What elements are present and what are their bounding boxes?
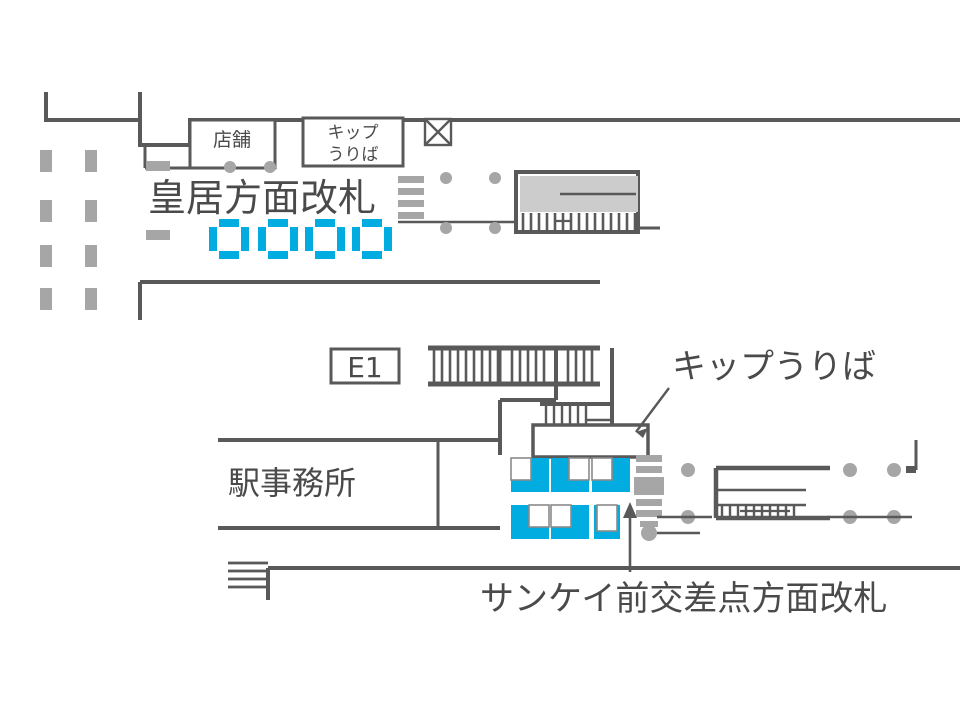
gate-barrier-upper <box>398 176 520 224</box>
ticket-office-box-upper <box>301 116 405 168</box>
ticket-gates-upper <box>209 219 392 259</box>
lower-map-group: E1 <box>218 345 960 619</box>
ticket-gate <box>593 504 621 540</box>
ticket-gate <box>258 219 298 259</box>
upper-gate-label: 皇居方面改札 <box>148 176 376 220</box>
concourse-dots-upper <box>440 172 501 234</box>
ticket-gate <box>352 219 392 259</box>
ticket-office-box-lower <box>531 423 650 459</box>
station-office-label: 駅事務所 <box>228 464 356 502</box>
counter-dot <box>264 161 276 173</box>
upper-wall-concourse <box>138 280 600 320</box>
escalator-block-upper <box>514 170 660 234</box>
callout-arrow-ticket-office <box>636 428 648 438</box>
escalator-block-lower <box>713 465 830 521</box>
upper-map-group: 店舗 キップ うりば <box>40 92 960 320</box>
stairs-top-lower <box>428 345 600 400</box>
shop-room <box>188 118 277 170</box>
ticket-gate <box>550 504 590 540</box>
lower-bottom-wall <box>266 566 960 600</box>
ticket-office-line2: うりば <box>328 145 379 165</box>
wall-stub <box>146 161 170 171</box>
gate-barrier-lower <box>634 455 700 541</box>
ticket-gate <box>591 457 631 493</box>
exit-badge-e1 <box>329 347 401 385</box>
ticket-gates-lower <box>510 457 631 540</box>
ticket-gate <box>550 457 590 493</box>
callout-line-ticket-office <box>635 387 670 433</box>
counter-dot <box>224 161 236 173</box>
ticket-gate <box>305 219 345 259</box>
pillar-grid-upper <box>40 150 97 310</box>
wall-stub <box>146 230 170 240</box>
ticket-gate <box>209 219 249 259</box>
crossed-box-icon <box>423 117 453 147</box>
ticket-office-line1: キップ <box>328 123 379 143</box>
stairs-bottom-left <box>228 561 268 589</box>
wall-stub <box>906 466 916 473</box>
callout-arrow-gate <box>623 502 637 518</box>
ticket-gate <box>510 504 550 540</box>
callout-label-ticket-office: キップうりば <box>672 347 876 387</box>
ticket-gate <box>510 457 550 493</box>
shop-label: 店舗 <box>213 129 251 151</box>
callout-label-gate: サンケイ前交差点方面改札 <box>480 579 887 619</box>
exit-badge-label: E1 <box>347 351 383 384</box>
